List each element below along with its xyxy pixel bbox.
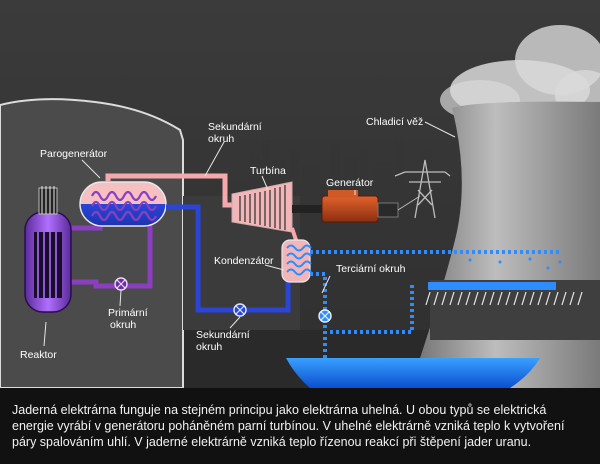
tower-spray xyxy=(425,291,583,306)
turbine-hall xyxy=(183,196,300,330)
tower-water-bar xyxy=(428,282,556,290)
steam-generator xyxy=(79,181,167,227)
containment-building xyxy=(0,98,184,388)
label-cooling-tower: Chladicí věž xyxy=(366,116,423,128)
primary-pump-icon xyxy=(114,277,128,291)
tertiary-spray xyxy=(468,257,562,270)
turbine-shaft xyxy=(292,205,324,213)
label-condenser: Kondenzátor xyxy=(214,255,274,267)
caption-line: Jaderná elektrárna funguje na stejném pr… xyxy=(12,403,547,417)
label-reactor: Reaktor xyxy=(20,349,57,361)
label-secondary-circuit-top-1: Sekundární xyxy=(208,121,262,133)
tertiary-circuit-pipes xyxy=(310,250,560,360)
caption-line: energie vyrábí v generátoru poháněném pa… xyxy=(12,419,565,433)
caption: Jaderná elektrárna funguje na stejném pr… xyxy=(0,388,600,464)
label-secondary-circuit-bottom-2: okruh xyxy=(196,341,222,353)
label-generator: Generátor xyxy=(326,177,374,189)
label-primary-circuit-1: Primární xyxy=(108,307,148,319)
water-reservoir xyxy=(286,358,540,388)
secondary-steam-pipe xyxy=(105,173,238,208)
caption-line: páry spalováním uhlí. V jaderné elektrár… xyxy=(12,435,532,449)
label-secondary-circuit-top-2: okruh xyxy=(208,133,234,145)
condenser xyxy=(281,239,312,283)
label-steam-generator: Parogenerátor xyxy=(40,148,108,160)
leader-lines xyxy=(43,121,456,347)
reactor-vessel xyxy=(24,186,72,313)
label-secondary-circuit-bottom-1: Sekundární xyxy=(196,329,250,341)
power-pylon xyxy=(394,159,451,219)
secondary-return-pipe xyxy=(166,204,291,313)
label-primary-circuit-2: okruh xyxy=(110,319,136,331)
label-turbine: Turbína xyxy=(250,165,286,177)
tertiary-pump-icon xyxy=(318,309,332,323)
nuclear-plant-diagram: Parogenerátor Sekundární okruh Turbína G… xyxy=(0,0,600,388)
turbine-to-condenser-pipe xyxy=(290,227,298,241)
label-tertiary-circuit: Terciární okruh xyxy=(336,263,406,275)
generator xyxy=(321,190,421,223)
secondary-pump-icon xyxy=(233,303,247,317)
